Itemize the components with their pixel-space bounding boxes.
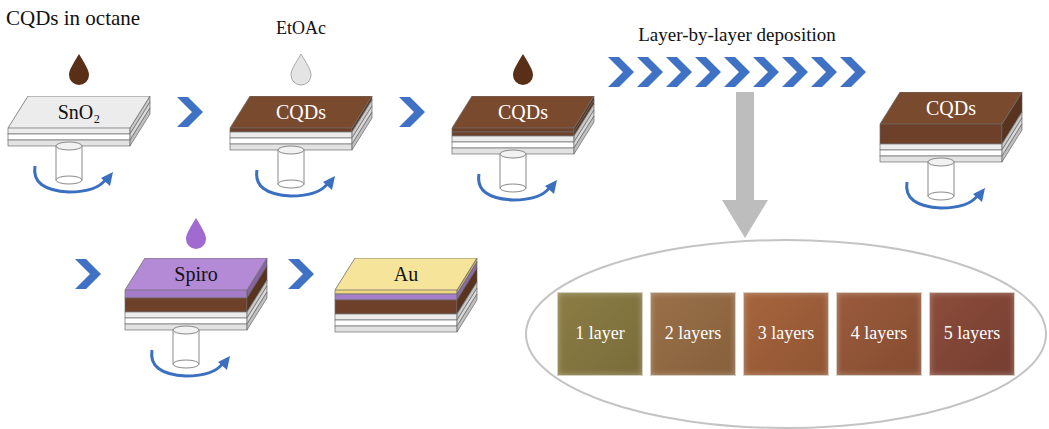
flow-chevron bbox=[75, 259, 101, 289]
layer-top-face: CQDs bbox=[452, 96, 594, 128]
layer-label: CQDs bbox=[276, 101, 326, 123]
photo-label: 1 layer bbox=[575, 324, 624, 344]
flow-arrow bbox=[177, 97, 203, 127]
flow-arrow bbox=[399, 97, 425, 127]
photo-callout-ellipse bbox=[526, 240, 1046, 428]
layer-face bbox=[880, 92, 1022, 124]
flow-arrow bbox=[608, 57, 866, 87]
layer-top-face: Au bbox=[335, 258, 477, 290]
flow-chevron bbox=[753, 57, 779, 87]
solution-drop bbox=[69, 54, 533, 249]
photo-label: 3 layers bbox=[758, 324, 814, 344]
layer-label: SnO₂ bbox=[58, 101, 101, 123]
flow-arrow bbox=[288, 259, 314, 289]
process-label: CQDs in octane bbox=[6, 6, 140, 30]
flow-arrow bbox=[75, 259, 101, 289]
layer-face bbox=[452, 96, 594, 128]
layer-top-face: SnO₂ bbox=[8, 96, 150, 128]
flow-chevron bbox=[288, 259, 314, 289]
flow-chevron bbox=[782, 57, 808, 87]
flow-chevron bbox=[695, 57, 721, 87]
substrate-stack bbox=[880, 92, 1022, 162]
film-photo: 5 layers bbox=[929, 292, 1015, 376]
flow-chevron bbox=[811, 57, 837, 87]
layer-face bbox=[335, 258, 477, 290]
photo-label: 4 layers bbox=[851, 324, 907, 344]
flow-chevron bbox=[840, 57, 866, 87]
layer-label: CQDs bbox=[926, 97, 976, 119]
layer-top-face: CQDs bbox=[880, 92, 1022, 124]
substrate-stack bbox=[335, 258, 477, 332]
flow-chevron bbox=[724, 57, 750, 87]
down-arrow bbox=[722, 92, 768, 238]
process-label: Layer-by-layer deposition bbox=[638, 24, 835, 46]
flow-chevron bbox=[399, 97, 425, 127]
substrate-stack bbox=[452, 96, 594, 154]
flow-chevron bbox=[637, 57, 663, 87]
layer-label: Au bbox=[394, 263, 418, 285]
photo-label: 2 layers bbox=[665, 324, 721, 344]
flow-chevron bbox=[608, 57, 634, 87]
layer-face bbox=[230, 96, 372, 128]
substrate-stack bbox=[8, 96, 150, 146]
layer-top-face: CQDs bbox=[230, 96, 372, 128]
layer-label: Spiro bbox=[174, 263, 217, 285]
flow-chevron bbox=[666, 57, 692, 87]
spin-chuck bbox=[35, 142, 985, 376]
substrate-stack bbox=[230, 96, 372, 150]
film-photo: 2 layers bbox=[650, 292, 736, 376]
film-photo: 3 layers bbox=[743, 292, 829, 376]
film-photo: 1 layer bbox=[557, 292, 643, 376]
layer-face bbox=[125, 258, 267, 290]
layer-top-face: Spiro bbox=[125, 258, 267, 290]
film-photo: 4 layers bbox=[836, 292, 922, 376]
photo-label: 5 layers bbox=[944, 324, 1000, 344]
layer-face bbox=[8, 96, 150, 128]
process-label: EtOAc bbox=[276, 18, 326, 39]
substrate-stack bbox=[125, 258, 267, 330]
layer-label: CQDs bbox=[498, 101, 548, 123]
flow-chevron bbox=[177, 97, 203, 127]
